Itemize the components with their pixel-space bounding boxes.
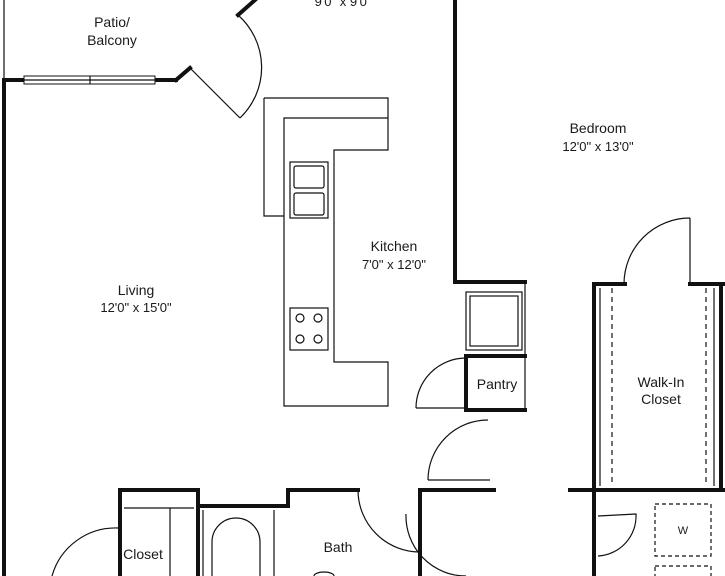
patio-label-line2: Balcony: [87, 32, 137, 48]
washer-icon: [654, 503, 712, 576]
toilet-icon: [313, 571, 335, 576]
sliding-door: [23, 75, 156, 85]
bath-label: Bath: [324, 539, 353, 555]
bathtub-icon: [202, 510, 275, 576]
closet-shelf: [124, 507, 194, 576]
bedroom-label: Bedroom: [570, 120, 627, 136]
kitchen-counters: [263, 97, 389, 407]
walkin-door: [623, 217, 691, 285]
bedroom-dims: 12'0" x 13'0": [562, 139, 634, 154]
kitchen-label: Kitchen: [371, 238, 418, 254]
patio-label-line1: Patio/: [94, 14, 130, 30]
closet-door: [51, 527, 119, 576]
bath-door: [357, 489, 421, 553]
hall-door: [427, 419, 490, 481]
refrigerator-icon: [465, 291, 523, 351]
kitchen-dims: 7'0" x 12'0": [362, 257, 426, 272]
walkin-label-line1: Walk-In: [638, 374, 685, 390]
sink-icon: [289, 161, 329, 219]
pantry-door: [415, 357, 467, 409]
patio-door: [189, 14, 263, 119]
living-dims: 12'0" x 15'0": [100, 300, 172, 315]
living-label: Living: [118, 282, 155, 298]
laundry-door: [405, 513, 637, 576]
stove-icon: [289, 307, 329, 351]
closet-label: Closet: [123, 546, 163, 562]
patio-dims: 9'0" x 9'0": [315, 0, 372, 9]
walkin-label-line2: Closet: [641, 391, 681, 407]
pantry-label: Pantry: [477, 376, 517, 392]
washer-label: W: [678, 525, 689, 537]
walkin-shelves: [599, 288, 715, 486]
